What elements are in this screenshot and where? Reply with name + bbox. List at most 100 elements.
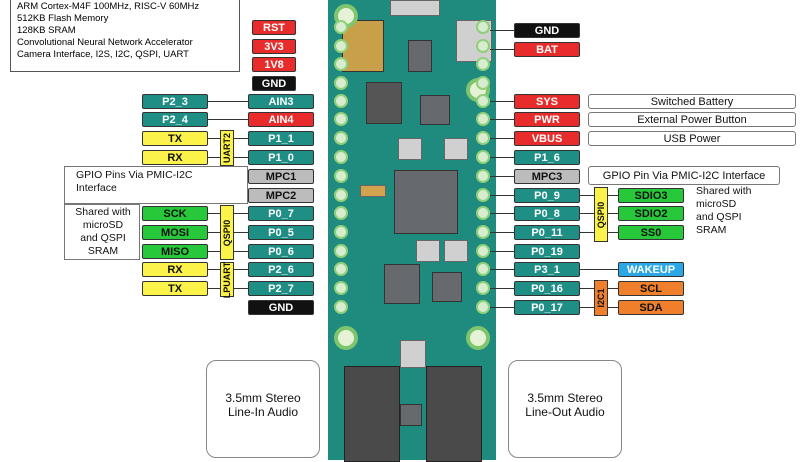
audio-label: 3.5mm Stereo bbox=[527, 391, 603, 405]
connector bbox=[580, 213, 594, 214]
ext-rx: RX bbox=[142, 262, 208, 277]
usb-connector bbox=[390, 0, 440, 16]
pin-hole bbox=[476, 262, 490, 276]
button bbox=[444, 240, 468, 262]
connector bbox=[608, 195, 618, 196]
connector bbox=[208, 251, 220, 252]
connector bbox=[580, 307, 594, 308]
ext-scl: SCL bbox=[618, 281, 684, 296]
pin-hole bbox=[334, 281, 348, 295]
connector bbox=[490, 307, 514, 308]
crystal bbox=[360, 185, 386, 197]
pin-p0-6: P0_6 bbox=[248, 244, 314, 259]
qspi-note: Shared with microSD and QSPI SRAM bbox=[68, 206, 138, 258]
pin-hole bbox=[476, 188, 490, 202]
connector bbox=[208, 288, 220, 289]
connector bbox=[208, 138, 220, 139]
pin-hole bbox=[334, 76, 348, 90]
component bbox=[400, 340, 426, 368]
connector bbox=[608, 232, 618, 233]
connector bbox=[234, 138, 248, 139]
chip bbox=[400, 404, 422, 426]
pin-hole bbox=[334, 225, 348, 239]
ext-rx: RX bbox=[142, 150, 208, 165]
pin-p0-9: P0_9 bbox=[514, 188, 580, 203]
note-line: Shared with bbox=[75, 206, 131, 218]
pin-hole bbox=[334, 262, 348, 276]
note-line: and QSPI bbox=[696, 211, 742, 223]
pad-array bbox=[342, 20, 384, 72]
connector bbox=[608, 307, 618, 308]
pin-vbus: VBUS bbox=[514, 131, 580, 146]
group-qspi0: QSPI0 bbox=[220, 205, 234, 260]
connector bbox=[490, 49, 514, 50]
connector bbox=[208, 101, 248, 102]
desc-power-button: External Power Button bbox=[588, 112, 796, 127]
pin-hole bbox=[334, 131, 348, 145]
group-label: QSPI0 bbox=[222, 219, 232, 246]
connector bbox=[490, 288, 514, 289]
pin-hole bbox=[334, 39, 348, 53]
pin-hole bbox=[334, 169, 348, 183]
button bbox=[416, 240, 440, 262]
note-line: microSD bbox=[82, 219, 124, 231]
connector bbox=[490, 195, 514, 196]
pin-p2-7: P2_7 bbox=[248, 281, 314, 296]
chip bbox=[408, 40, 432, 72]
pin-hole bbox=[334, 94, 348, 108]
pin-hole bbox=[476, 57, 490, 71]
pin-hole bbox=[334, 20, 348, 34]
connector bbox=[234, 157, 248, 158]
mount-hole bbox=[466, 326, 490, 350]
pin-hole bbox=[476, 20, 490, 34]
pin-hole bbox=[476, 112, 490, 126]
connector bbox=[490, 269, 514, 270]
ext-sdio3: SDIO3 bbox=[618, 188, 684, 203]
desc-usb-power: USB Power bbox=[588, 131, 796, 146]
pin-hole bbox=[334, 112, 348, 126]
line-out-jack bbox=[426, 366, 482, 462]
pin-gnd-right: GND bbox=[514, 23, 580, 38]
spec-line: Convolutional Neural Network Accelerator bbox=[17, 37, 193, 48]
ext-sdio2: SDIO2 bbox=[618, 206, 684, 221]
line-in-jack bbox=[344, 366, 400, 462]
connector bbox=[234, 213, 248, 214]
pin-hole bbox=[476, 94, 490, 108]
pin-3v3: 3V3 bbox=[252, 39, 296, 54]
qspi-note-right: Shared with microSD and QSPI SRAM bbox=[696, 185, 796, 237]
connector bbox=[208, 157, 220, 158]
line-out-box: 3.5mm Stereo Line-Out Audio bbox=[508, 360, 622, 458]
group-label: UART2 bbox=[222, 132, 232, 164]
pin-gnd: GND bbox=[252, 76, 296, 91]
ext-mosi: MOSI bbox=[142, 225, 208, 240]
pin-hole bbox=[476, 206, 490, 220]
connector bbox=[490, 138, 514, 139]
connector bbox=[234, 288, 248, 289]
pin-hole bbox=[476, 281, 490, 295]
group-i2c1: I2C1 bbox=[594, 280, 608, 316]
qspi-note-box bbox=[64, 204, 140, 260]
chip bbox=[366, 82, 402, 124]
spec-line: Camera Interface, I2S, I2C, QSPI, UART bbox=[17, 49, 189, 60]
audio-label: Line-Out Audio bbox=[525, 405, 605, 419]
pin-mpc3: MPC3 bbox=[514, 169, 580, 184]
mount-hole bbox=[334, 326, 358, 350]
pin-hole bbox=[334, 244, 348, 258]
pin-sys: SYS bbox=[514, 94, 580, 109]
connector bbox=[234, 269, 248, 270]
pin-hole bbox=[334, 300, 348, 314]
pin-pwr: PWR bbox=[514, 112, 580, 127]
ext-sda: SDA bbox=[618, 300, 684, 315]
group-label: I2C1 bbox=[596, 288, 606, 308]
pin-p1-0: P1_0 bbox=[248, 150, 314, 165]
connector bbox=[234, 251, 248, 252]
pin-hole bbox=[476, 39, 490, 53]
ext-ss0: SS0 bbox=[618, 225, 684, 240]
connector bbox=[208, 232, 220, 233]
ext-miso: MISO bbox=[142, 244, 208, 259]
connector bbox=[208, 119, 248, 120]
pin-hole bbox=[334, 57, 348, 71]
pin-p0-7: P0_7 bbox=[248, 206, 314, 221]
connector bbox=[490, 213, 514, 214]
connector bbox=[580, 269, 618, 270]
